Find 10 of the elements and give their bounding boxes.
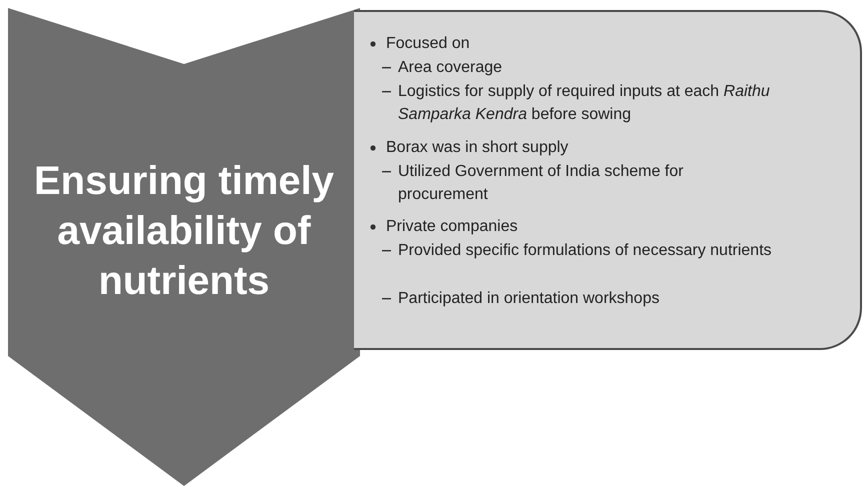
bullet-point: Borax was in short supply [386,139,568,156]
sub-bullet-point: Provided specific formulations of necessary nutrients [398,242,772,259]
text-panel [354,10,862,350]
bullet-point: Private companies [386,218,518,235]
sub-bullet-point: Utilized Government of India scheme for procurement [398,163,684,203]
sub-bullet-point: Logistics for supply of required inputs at each Raithu Samparka Kendra before sowing [398,83,770,123]
sub-bullet-point: Participated in orientation workshops [398,290,660,307]
bullet-point: Focused on [386,35,470,52]
heading-text: Ensuring timely availability of nutrients [32,158,336,305]
sub-bullet-point: Area coverage [398,59,502,76]
